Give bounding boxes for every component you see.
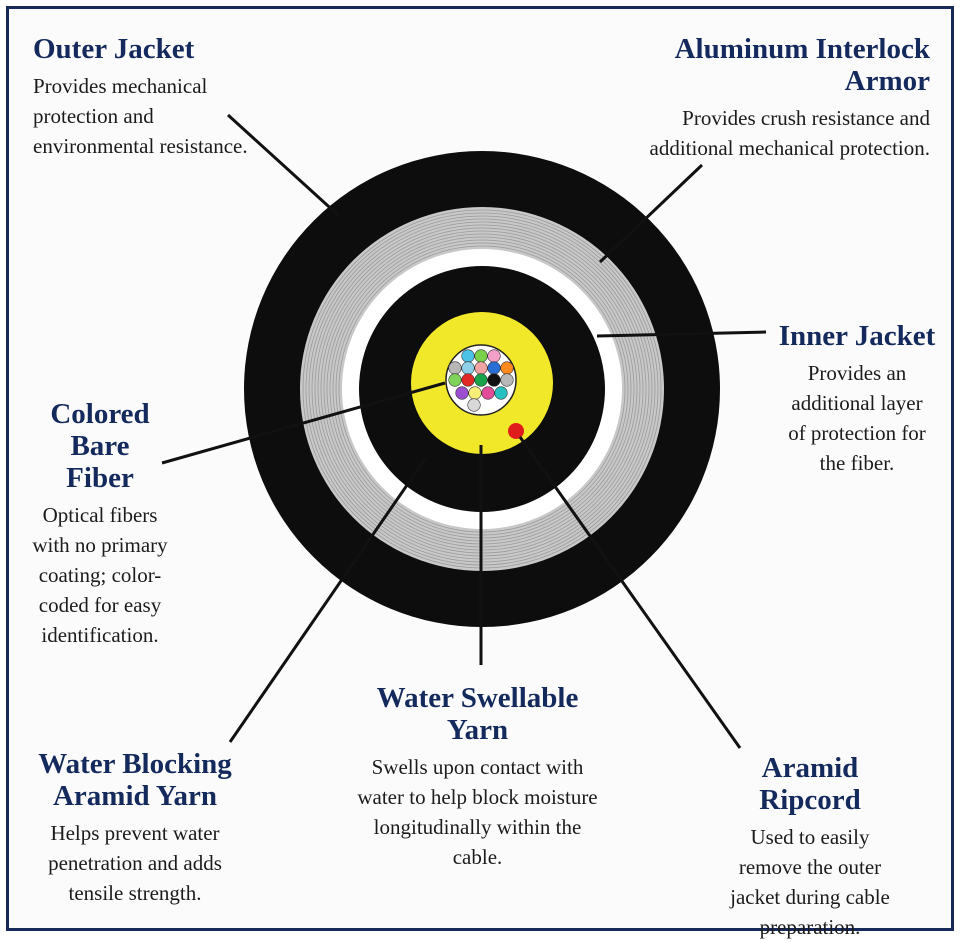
inner-jacket-title: Inner Jacket — [778, 320, 936, 352]
water-blocking-yarn-description: Helps prevent water penetration and adds… — [48, 821, 222, 905]
colored-fiber — [448, 361, 462, 375]
aramid-ripcord-callout: Aramid Ripcord Used to easily remove the… — [725, 752, 895, 942]
colored-fiber — [487, 361, 501, 375]
leader-colored-fiber — [161, 381, 446, 465]
colored-fiber — [474, 349, 488, 363]
colored-fiber-callout: Colored Bare Fiber Optical fibers with n… — [30, 398, 170, 650]
colored-fiber — [494, 386, 508, 400]
aramid-ripcord-description: Used to easily remove the outer jacket d… — [730, 825, 890, 939]
outer-jacket-description: Provides mechanical protection and envir… — [33, 74, 248, 158]
water-swellable-yarn-title: Water Swellable Yarn — [376, 682, 579, 746]
leader-water-blocking — [228, 458, 427, 743]
ripcord — [508, 423, 524, 439]
colored-fiber — [461, 361, 475, 375]
leader-armor — [598, 163, 704, 264]
colored-fiber — [467, 398, 481, 412]
outer-jacket-callout: Outer Jacket Provides mechanical protect… — [33, 33, 263, 161]
colored-fiber — [474, 361, 488, 375]
inner-jacket-callout: Inner Jacket Provides an additional laye… — [762, 320, 952, 478]
aluminum-armor-callout: Aluminum Interlock Armor Provides crush … — [640, 33, 930, 163]
water-swellable-yarn-description: Swells upon contact with water to help b… — [357, 755, 598, 869]
colored-fiber — [455, 386, 469, 400]
colored-fiber — [500, 361, 514, 375]
colored-fiber — [500, 373, 514, 387]
colored-fiber-description: Optical fibers with no primary coating; … — [32, 503, 168, 647]
colored-fiber — [481, 386, 495, 400]
colored-fibers — [448, 349, 514, 412]
colored-fiber — [487, 349, 501, 363]
colored-fiber — [461, 349, 475, 363]
leader-lines — [161, 113, 767, 749]
leader-inner-jacket — [596, 330, 767, 338]
colored-fiber — [468, 386, 482, 400]
inner-jacket-description: Provides an additional layer of protecti… — [788, 361, 926, 475]
leader-ripcord — [518, 436, 742, 749]
cable-rings — [244, 151, 720, 627]
leader-outer-jacket — [226, 113, 340, 217]
water-blocking-yarn-title: Water Blocking Aramid Yarn — [38, 748, 232, 812]
colored-fiber — [487, 373, 501, 387]
colored-fiber — [448, 373, 462, 387]
water-swellable-yarn-callout: Water Swellable Yarn Swells upon contact… — [355, 682, 600, 872]
aluminum-armor-description: Provides crush resistance and additional… — [649, 106, 930, 160]
aluminum-armor-title: Aluminum Interlock Armor — [674, 33, 930, 97]
water-blocking-yarn-callout: Water Blocking Aramid Yarn Helps prevent… — [30, 748, 240, 908]
colored-fiber — [474, 373, 488, 387]
colored-fiber-title: Colored Bare Fiber — [50, 398, 150, 494]
aramid-ripcord-title: Aramid Ripcord — [759, 752, 861, 816]
colored-fiber — [461, 373, 475, 387]
outer-jacket-title: Outer Jacket — [33, 33, 195, 65]
